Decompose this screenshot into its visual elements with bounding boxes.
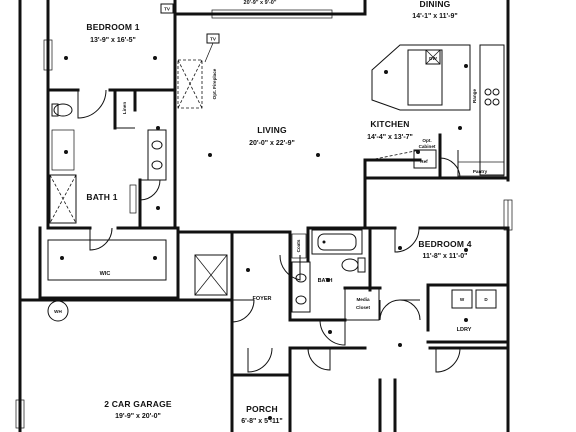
top-left-dim-fragment: 20'-9" x 9'-0" [244, 0, 277, 6]
living-dim: 20'-0" x 22'-9" [249, 140, 295, 147]
range-label: Range [472, 89, 477, 103]
dining-dim: 14'-1" x 11'-9" [412, 13, 457, 20]
ref-label: Ref [420, 159, 428, 164]
laundry-name: LDRY [457, 327, 472, 333]
garage-name: 2 CAR GARAGE [104, 399, 172, 409]
room-labels: 20'-9" x 9'-0" BEDROOM 1 13'-9" x 16'-5"… [86, 0, 471, 425]
doors [77, 89, 461, 373]
water-heater [47, 300, 69, 322]
living-name: LIVING [257, 125, 287, 135]
laundry-fixtures [451, 289, 497, 309]
bedroom4-dim: 11'-8" x 11'-0" [423, 253, 468, 260]
kitchen-dim: 14'-4" x 13'-7" [367, 134, 413, 141]
opt-cabinet-line2: Cabinet [419, 144, 436, 149]
fixture-labels: TV TV Linen Opt. Fireplace DW Range Opt.… [54, 3, 488, 314]
media-closet-line2: Closet [356, 305, 371, 310]
washer-label: W [460, 297, 465, 302]
dining-name: DINING [420, 0, 451, 9]
media-closet-line1: Media [356, 297, 369, 302]
bath-name: BATH [318, 278, 333, 284]
bath-fixtures [291, 229, 366, 313]
porch-dim: 6'-8" x 5'-11" [241, 418, 283, 425]
wh-label: WH [54, 309, 62, 314]
bath1-fixtures [49, 103, 167, 224]
fireplace-label: Opt. Fireplace [212, 68, 217, 99]
windows [15, 9, 513, 429]
dw-label: DW [429, 56, 437, 61]
pantry-label: Pantry [473, 169, 488, 174]
light-fixtures [60, 56, 468, 420]
linen-label: Linen [122, 102, 127, 114]
exterior-walls [18, 0, 510, 432]
garage-dim: 19'-9" x 20'-0" [115, 413, 161, 420]
bedroom4-name: BEDROOM 4 [418, 239, 471, 249]
wic-name: WIC [100, 271, 111, 277]
fireplace [177, 59, 203, 109]
tv-label-bedroom: TV [164, 7, 171, 12]
bedroom1-name: BEDROOM 1 [86, 22, 139, 32]
kitchen-name: KITCHEN [370, 119, 409, 129]
tv-box-bedroom [160, 3, 174, 14]
coats-label: Coats [296, 239, 301, 252]
porch-name: PORCH [246, 404, 278, 414]
foyer-name: FOYER [253, 296, 272, 302]
interior-walls [18, 88, 510, 432]
opt-cabinet-line1: Opt. [422, 138, 431, 143]
dryer-label: D [484, 297, 488, 302]
kitchen-fixtures [369, 44, 505, 177]
tv-label-living: TV [210, 37, 217, 42]
bath1-name: BATH 1 [86, 192, 117, 202]
bedroom1-dim: 13'-9" x 16'-5" [90, 37, 136, 44]
